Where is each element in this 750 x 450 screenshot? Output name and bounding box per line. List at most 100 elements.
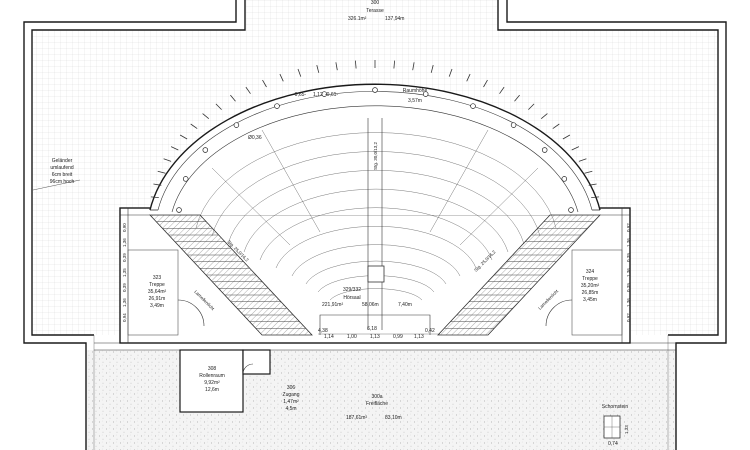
- column-icon: [561, 176, 568, 182]
- wall-dim-label: 0,39: [626, 283, 631, 292]
- buttress-mark: [584, 170, 593, 174]
- stair-right-height: 3,45m: [583, 297, 597, 303]
- bottom-dim-1: 1,00: [347, 334, 357, 340]
- terrace-number: 300: [371, 0, 380, 6]
- arc-dimensions: -0,65- 1,12 -0,61-: [293, 92, 338, 98]
- buttress-mark: [355, 60, 357, 69]
- column-icon: [176, 207, 182, 213]
- roller-room-label: 308 Rollenraum 9,92m² 12,6m: [199, 366, 225, 393]
- wall-dim-label: 1,36: [122, 298, 127, 307]
- buttress-mark: [540, 113, 548, 120]
- hall-name: Hörsaal: [343, 295, 360, 301]
- stair-left-perimeter: 26,91m: [149, 296, 166, 302]
- railing-line2: umlaufend: [50, 165, 74, 171]
- access-perimeter: 4,5m: [285, 406, 296, 412]
- open-area-paving: [86, 350, 676, 450]
- side-stair-rooms: [127, 249, 623, 336]
- railing-note: Geländer umlaufend 6cm breit 96cm hoch: [50, 158, 75, 185]
- column-icon: [510, 122, 517, 128]
- terrace-label: 300 Terasse 326.1m² 137,94m: [348, 0, 404, 22]
- open-area-perimeter: 83,10m: [385, 415, 402, 421]
- wall-dim-label: 1,36: [122, 238, 127, 247]
- stair-right-name: Treppe: [582, 276, 598, 282]
- buttress-mark: [499, 86, 505, 94]
- wall-dim-label: 1,36: [626, 238, 631, 247]
- wall-dims-right: 0,921,360,391,360,391,360,92: [626, 223, 631, 322]
- stair-left-height: 3,49m: [150, 303, 164, 309]
- buttress-mark: [163, 158, 172, 162]
- hall-perimeter: 58,06m: [362, 302, 379, 308]
- terrace-name: Terasse: [366, 8, 384, 14]
- stair-left-name: Treppe: [149, 282, 165, 288]
- terrace-perimeter: 137,94m: [385, 16, 404, 22]
- bottom-dim-total: 6,18: [367, 326, 377, 332]
- column-icon: [541, 147, 548, 153]
- bottom-dim-2: 1,13: [370, 334, 380, 340]
- stage-area: [319, 265, 431, 335]
- buttress-mark: [245, 86, 251, 94]
- access-area: 1,47m²: [283, 399, 299, 405]
- access-label: 306 Zugang 1,47m² 4,5m: [283, 385, 300, 412]
- stair-left-label: 323 Treppe 35,64m² 26,91m 3,49m: [148, 275, 167, 309]
- column-icon: [372, 87, 378, 93]
- roller-number: 308: [208, 366, 217, 372]
- chimney-dim: 0,74: [608, 441, 618, 447]
- column-icon: [568, 207, 574, 213]
- buttress-mark: [412, 62, 415, 71]
- buttress-mark: [335, 62, 338, 71]
- wall-dim-label: 0,94: [122, 313, 127, 322]
- wall-dim-label: 0,39: [122, 283, 127, 292]
- buttress-mark: [190, 123, 198, 129]
- buttress-mark: [514, 94, 520, 102]
- wall-dims-left: 0,90 1,36 0,39 1,35 0,39 1,36 0,94: [122, 223, 127, 322]
- arc-dim-2: -0,61-: [325, 92, 338, 98]
- open-area-name: Freifläche: [366, 401, 388, 407]
- chimney-label: Schornstein 0,74 1,33: [602, 404, 629, 447]
- column-icon: [470, 103, 476, 109]
- buttress-mark: [262, 79, 267, 88]
- hall-dome: [149, 83, 601, 330]
- bottom-dim-4: 1,13: [414, 334, 424, 340]
- stair-left-area: 35,64m²: [148, 289, 167, 295]
- buttress-mark: [297, 68, 302, 77]
- open-area-number: 300a: [371, 394, 382, 400]
- buttress-mark: [215, 103, 222, 110]
- bottom-dim-right: 0,42: [425, 328, 435, 334]
- chimney: [603, 415, 621, 439]
- buttress-mark: [591, 196, 600, 198]
- buttress-mark: [202, 113, 210, 120]
- buttress-mark: [448, 68, 453, 77]
- buttress-mark: [562, 134, 571, 140]
- stair-left-number: 323: [153, 275, 162, 281]
- column-diameter-label: Ø0,36: [248, 135, 262, 141]
- column-icon: [182, 176, 189, 182]
- wall-dim-label: 1,36: [626, 298, 631, 307]
- buttress-mark: [466, 73, 471, 82]
- wall-dim-label: 0,90: [122, 223, 127, 232]
- bottom-dimensions: 4,38 6,18 0,42 1,14 1,00 1,13 0,99 1,13: [318, 326, 440, 340]
- open-area-area: 187,61m²: [346, 415, 367, 421]
- buttress-mark: [230, 94, 236, 102]
- arc-dim-0: -0,65-: [293, 92, 306, 98]
- lecture-hall-label: 329/332 Hörsaal 221,91m² 58,06m 7,40m: [322, 287, 412, 308]
- column-icon: [202, 147, 209, 153]
- railing-line1: Geländer: [52, 158, 73, 164]
- column-icon: [321, 91, 328, 97]
- buttress-mark: [393, 60, 395, 69]
- buttress-mark: [153, 183, 162, 186]
- room-height-label: Raumhöhe: [403, 88, 428, 94]
- chimney-name: Schornstein: [602, 404, 629, 410]
- hall-number: 329/332: [343, 287, 361, 293]
- terrace-area: 326.1m²: [348, 16, 367, 22]
- buttress-mark: [571, 146, 580, 151]
- buttress-mark: [588, 183, 597, 186]
- buttress-mark: [552, 123, 560, 129]
- stair-right-label: 324 Treppe 35,20m² 26,85m 3,45m: [581, 269, 600, 303]
- buttress-mark: [279, 73, 284, 82]
- railing-leader: [32, 179, 81, 191]
- column-icon: [274, 103, 280, 109]
- wall-dim-label: 1,35: [122, 268, 127, 277]
- wall-dim-label: 0,39: [122, 253, 127, 262]
- access-name: Zugang: [283, 392, 300, 398]
- bottom-dim-3: 0,99: [393, 334, 403, 340]
